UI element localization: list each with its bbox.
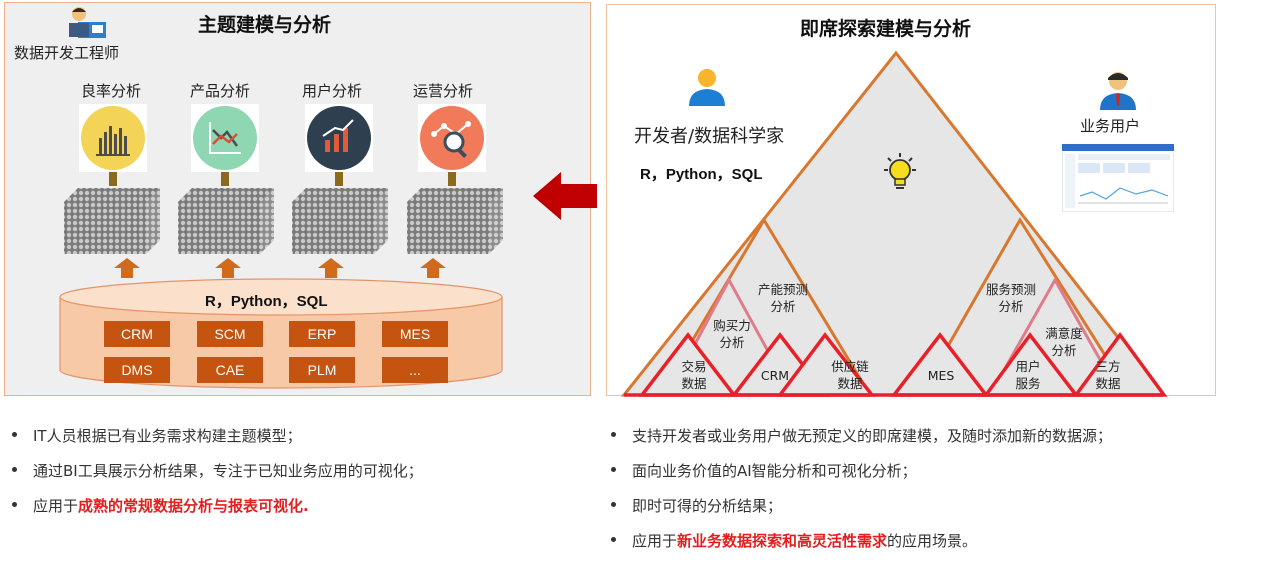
up-arrow-icon xyxy=(318,258,344,278)
right-title: 即席探索建模与分析 xyxy=(800,18,972,40)
third-party-label: 三方 数据 xyxy=(1095,359,1121,391)
system-plm: PLM xyxy=(289,357,355,383)
right-languages: R，Python，SQL xyxy=(640,166,763,183)
data-cube-icon xyxy=(178,188,274,254)
user-service-label: 用户 服务 xyxy=(1015,359,1041,391)
business-user-icon xyxy=(1100,72,1136,110)
engineer-avatar-icon xyxy=(69,7,106,38)
system-crm: CRM xyxy=(104,321,170,347)
trend-chart-icon xyxy=(191,104,259,172)
service-forecast-label: 服务预测 分析 xyxy=(985,282,1036,314)
lightbulb-icon xyxy=(884,153,916,189)
satisfaction-label: 满意度 分析 xyxy=(1045,326,1083,358)
category-label-yield: 良率分析 xyxy=(80,82,141,100)
system-dms: DMS xyxy=(104,357,170,383)
system-scm: SCM xyxy=(197,321,263,347)
developer-role-label: 开发者/数据科学家 xyxy=(634,126,785,147)
exploration-pyramid xyxy=(620,50,1168,397)
crm-label: CRM xyxy=(760,368,790,383)
left-languages: R，Python，SQL xyxy=(205,293,328,310)
up-arrow-icon xyxy=(114,258,140,278)
developer-user-icon xyxy=(689,69,725,106)
growth-chart-icon xyxy=(305,104,373,172)
bar-chart-icon xyxy=(79,104,147,172)
system-more: ... xyxy=(382,357,448,383)
dashboard-thumbnail xyxy=(1062,144,1174,212)
mes-label: MES xyxy=(927,368,955,383)
category-label-ops: 运营分析 xyxy=(412,82,473,100)
category-label-user: 用户分析 xyxy=(301,82,362,100)
business-role-label: 业务用户 xyxy=(1080,117,1141,135)
right-bullet: 即时可得的分析结果； xyxy=(611,495,782,516)
left-role-label: 数据开发工程师 xyxy=(14,44,120,62)
data-source-cylinder xyxy=(59,278,503,389)
connector xyxy=(221,172,229,186)
data-cube-icon xyxy=(64,188,160,254)
connector xyxy=(448,172,456,186)
right-bullet: 应用于新业务数据探索和高灵活性需求的应用场景。 xyxy=(611,530,977,551)
supply-chain-label: 供应链 数据 xyxy=(831,359,869,391)
connector xyxy=(335,172,343,186)
connector xyxy=(109,172,117,186)
left-title: 主题建模与分析 xyxy=(198,14,332,36)
left-bullet: IT人员根据已有业务需求构建主题模型； xyxy=(12,425,302,446)
right-bullet: 支持开发者或业务用户做无预定义的即席建模，及随时添加新的数据源； xyxy=(611,425,1112,446)
up-arrow-icon xyxy=(215,258,241,278)
data-cube-icon xyxy=(292,188,388,254)
system-cae: CAE xyxy=(197,357,263,383)
system-mes: MES xyxy=(382,321,448,347)
capacity-forecast-label: 产能预测 分析 xyxy=(757,282,808,314)
trade-data-label: 交易 数据 xyxy=(681,359,707,391)
up-arrow-icon xyxy=(420,258,446,278)
left-bullet: 通过BI工具展示分析结果，专注于已知业务应用的可视化； xyxy=(12,460,423,481)
left-arrow-icon xyxy=(533,172,597,220)
system-erp: ERP xyxy=(289,321,355,347)
category-label-product: 产品分析 xyxy=(189,82,250,100)
search-network-icon xyxy=(418,104,486,172)
data-cube-icon xyxy=(407,188,503,254)
right-bullet: 面向业务价值的AI智能分析和可视化分析； xyxy=(611,460,917,481)
purchase-power-label: 购买力 分析 xyxy=(713,318,751,350)
left-bullet: 应用于成熟的常规数据分析与报表可视化. xyxy=(12,495,309,516)
